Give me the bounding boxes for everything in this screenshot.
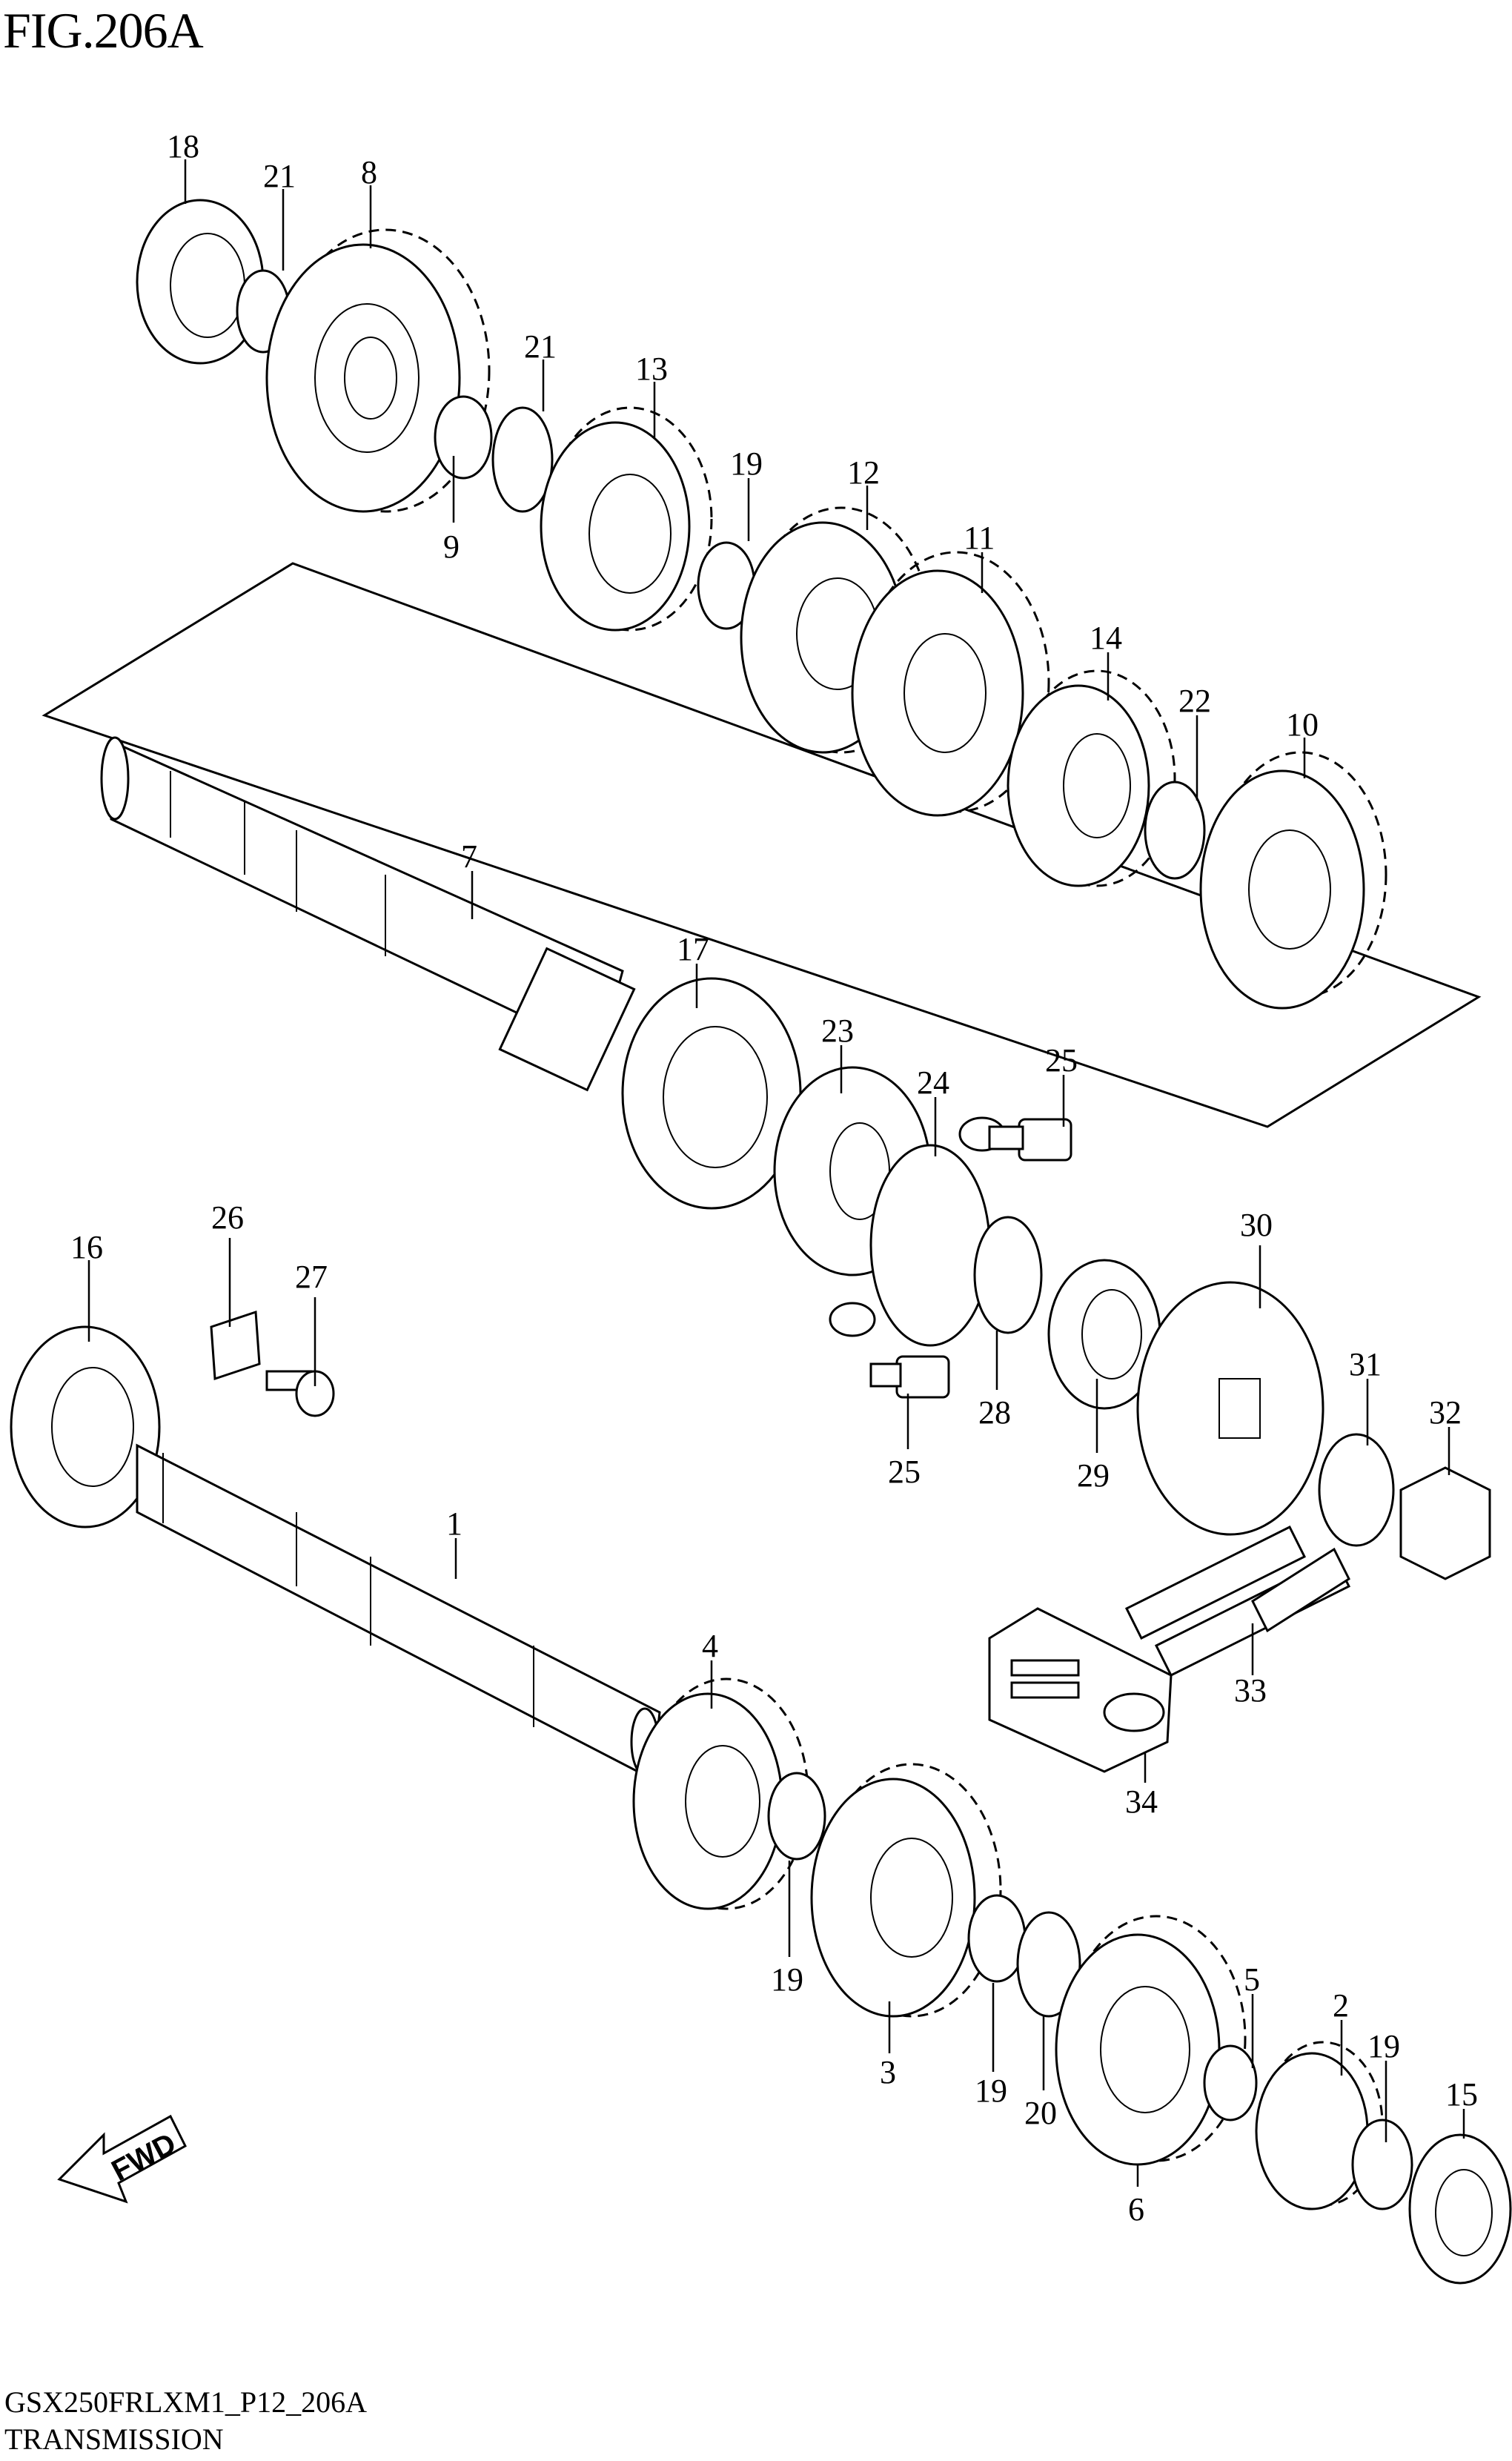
- callout: 19: [730, 446, 763, 482]
- part-bolt-25a: [988, 1118, 1072, 1162]
- part-retainer-24: [829, 1116, 1006, 1347]
- callout: 25: [1045, 1042, 1078, 1079]
- callout: 3: [880, 2054, 896, 2090]
- part-gear-11: [851, 551, 1050, 817]
- callout: 33: [1234, 1672, 1267, 1709]
- fwd-arrow: FWD: [57, 2114, 187, 2204]
- part-sprocket-30: [1136, 1281, 1324, 1536]
- part-bushing-9: [434, 395, 493, 480]
- callout: 1: [446, 1506, 462, 1542]
- part-washer-21b: [491, 406, 554, 513]
- figure-title: FIG.206A: [3, 2, 204, 59]
- callout: 22: [1178, 683, 1211, 719]
- part-gear-6: [1055, 1915, 1247, 2166]
- callout: 17: [677, 931, 709, 967]
- part-chain-joint-34: [988, 1607, 1173, 1773]
- callout: 21: [524, 328, 557, 365]
- callout: 16: [70, 1229, 103, 1265]
- callout-labels: 18 21 8 21 13 9 19 12 11 14 22 10 7 17 2…: [70, 128, 1478, 2228]
- part-washer-31: [1318, 1433, 1395, 1547]
- callout: 19: [1367, 2028, 1400, 2064]
- callout: 23: [821, 1013, 854, 1049]
- callout: 34: [1125, 1783, 1158, 1820]
- part-gear-3: [810, 1763, 1002, 2018]
- callout: 11: [964, 520, 995, 556]
- callout: 10: [1286, 706, 1319, 743]
- callout: 6: [1128, 2191, 1144, 2228]
- part-o-ring-28: [973, 1216, 1043, 1334]
- part-gear-14: [1007, 669, 1176, 887]
- callout: 19: [771, 1961, 803, 1998]
- callout: 25: [888, 1454, 921, 1490]
- part-circlip-19c: [967, 1894, 1027, 1983]
- callout: 9: [443, 529, 460, 565]
- callout: 5: [1244, 1961, 1260, 1998]
- part-gear-13: [540, 406, 713, 632]
- callout: 2: [1333, 1987, 1349, 2024]
- part-circlip-19d: [1351, 2119, 1413, 2210]
- callout: 26: [211, 1199, 244, 1236]
- callout: 18: [167, 128, 199, 165]
- callout: 30: [1240, 1207, 1273, 1243]
- part-drive-chain-33: [1124, 1525, 1351, 1677]
- callout: 13: [635, 351, 668, 387]
- part-bolt-25b: [869, 1355, 950, 1399]
- callout: 7: [461, 838, 477, 875]
- callout: 28: [978, 1394, 1011, 1431]
- part-bracket-26: [210, 1310, 261, 1381]
- part-screw-27: [265, 1370, 335, 1417]
- part-bushing-5: [1203, 2044, 1258, 2122]
- part-driveshaft-1: [136, 1443, 661, 1781]
- part-washer-22: [1144, 781, 1206, 880]
- callout: 31: [1349, 1346, 1382, 1382]
- callout: 21: [263, 158, 296, 194]
- callout: 20: [1024, 2095, 1057, 2131]
- part-nut-32: [1399, 1466, 1491, 1580]
- part-gear-8: [265, 228, 491, 513]
- part-bearing-16: [10, 1325, 161, 1528]
- countershaft-group-box: [42, 562, 1482, 1128]
- figure-footer: GSX250FRLXM1_P12_206A TRANSMISSION: [4, 2384, 367, 2458]
- callout: 32: [1429, 1394, 1462, 1431]
- model-code: GSX250FRLXM1_P12_206A: [4, 2385, 367, 2419]
- part-countershaft: [100, 736, 636, 1092]
- callout: 27: [295, 1259, 328, 1295]
- callout: 24: [917, 1064, 949, 1101]
- callout: 12: [847, 454, 880, 491]
- callout: 19: [975, 2073, 1007, 2109]
- leader-lines: [87, 159, 1465, 2187]
- part-washer-20: [1016, 1911, 1081, 2018]
- section-title: TRANSMISSION: [4, 2422, 224, 2456]
- callout: 4: [702, 1628, 718, 1664]
- callout: 8: [361, 154, 377, 191]
- part-gear-10: [1199, 751, 1387, 1010]
- callout: 15: [1445, 2076, 1478, 2113]
- part-bearing-15: [1408, 2133, 1512, 2285]
- part-circlip-19b: [767, 1772, 826, 1861]
- callout: 29: [1077, 1457, 1110, 1494]
- callout: 14: [1090, 620, 1122, 656]
